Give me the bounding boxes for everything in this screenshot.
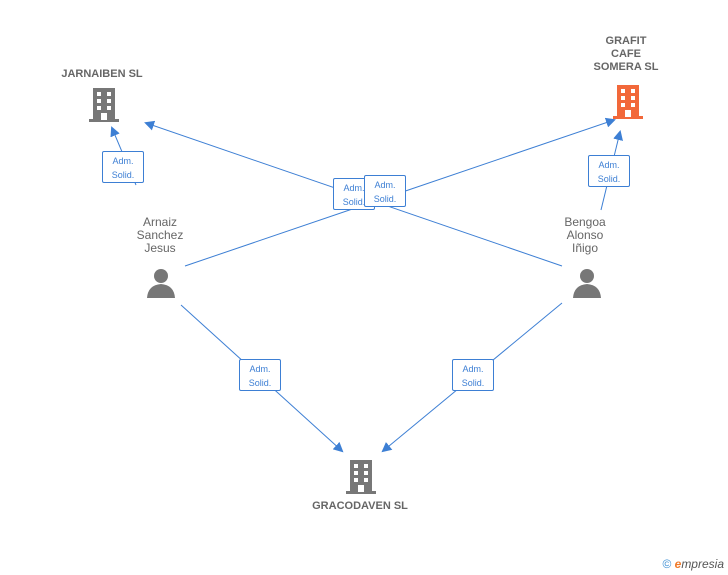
brand-logo-text: mpresia: [681, 557, 724, 571]
person-label-bengoa[interactable]: Bengoa Alonso Iñigo: [545, 216, 625, 255]
edge-label-line: Adm.: [343, 183, 365, 193]
edge-label-line: Solid.: [342, 197, 366, 207]
person-label-line: Alonso: [566, 228, 604, 242]
person-label-line: Iñigo: [571, 241, 599, 255]
edge-label-line: Solid.: [111, 170, 135, 180]
company-label-line: SOMERA SL: [593, 61, 659, 73]
edge-label-arnaiz-gracodaven[interactable]: Adm. Solid.: [239, 359, 281, 391]
edge-label-bengoa-grafit[interactable]: Adm. Solid.: [588, 155, 630, 187]
edge-label-line: Solid.: [597, 174, 621, 184]
company-label-grafit[interactable]: GRAFIT CAFE SOMERA SL: [576, 35, 676, 74]
company-label-line: CAFE: [611, 48, 641, 60]
person-label-arnaiz[interactable]: Arnaiz Sanchez Jesus: [120, 216, 200, 255]
company-label-line: GRAFIT: [605, 35, 647, 47]
edge-label-line: Adm.: [249, 364, 271, 374]
footer-watermark[interactable]: © empresia: [662, 557, 724, 571]
company-label-gracodaven[interactable]: GRACODAVEN SL: [312, 500, 408, 512]
edge-label-arnaiz-jarnaiben[interactable]: Adm. Solid.: [102, 151, 144, 183]
person-label-line: Bengoa: [564, 215, 606, 229]
edge-label-line: Solid.: [461, 378, 485, 388]
building-icon-highlighted[interactable]: [613, 85, 643, 119]
company-label-jarnaiben[interactable]: JARNAIBEN SL: [61, 68, 143, 80]
person-icon[interactable]: [572, 268, 602, 298]
person-label-line: Sanchez: [136, 228, 184, 242]
edge-label-line: Adm.: [598, 160, 620, 170]
building-icon[interactable]: [346, 460, 376, 494]
copyright-icon: ©: [662, 557, 672, 571]
edge-label-line: Adm.: [462, 364, 484, 374]
person-icon[interactable]: [146, 268, 176, 298]
building-icon[interactable]: [89, 88, 119, 122]
person-label-line: Arnaiz: [142, 215, 177, 229]
edge-label-line: Solid.: [373, 194, 397, 204]
person-label-line: Jesus: [144, 241, 176, 255]
edge-label-bengoa-gracodaven[interactable]: Adm. Solid.: [452, 359, 494, 391]
edge-label-line: Solid.: [248, 378, 272, 388]
brand-logo-initial: e: [674, 557, 682, 571]
edge-label-line: Adm.: [112, 156, 134, 166]
edge-label-arnaiz-grafit[interactable]: Adm. Solid.: [364, 175, 406, 207]
edge-label-line: Adm.: [374, 180, 396, 190]
